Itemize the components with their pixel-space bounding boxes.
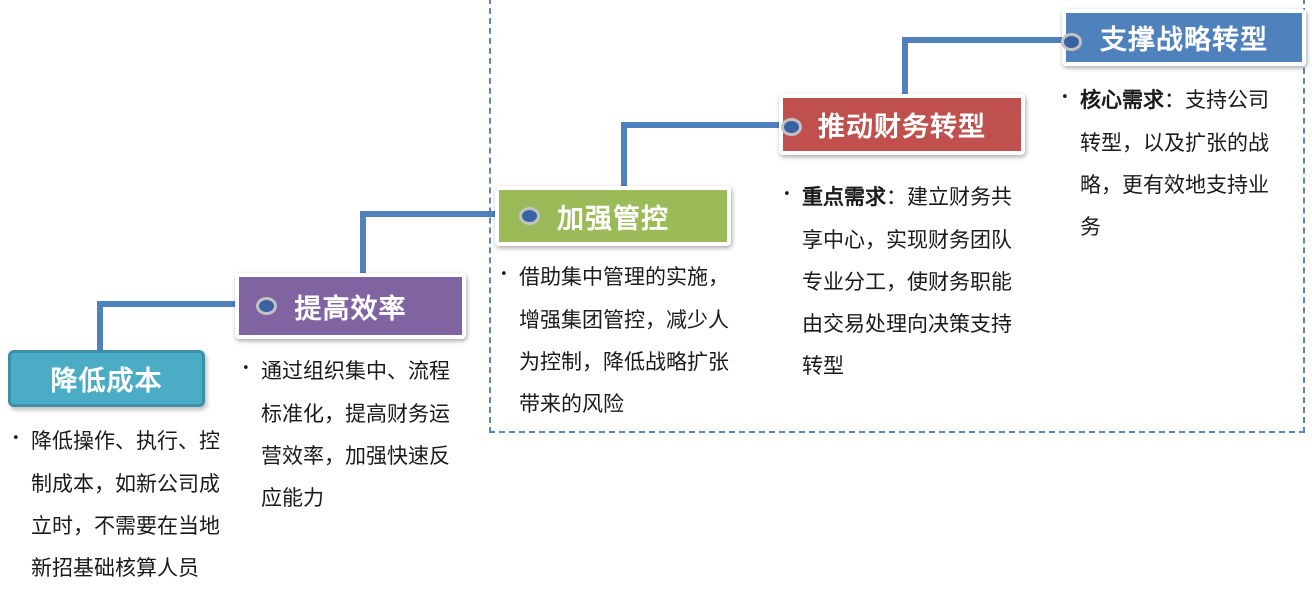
stage-description: • 借助集中管理的实施，增强集团管控，减少人为控制，降低战略扩张带来的风险: [500, 256, 732, 425]
stage-title: 推动财务转型: [818, 112, 986, 143]
node-dot-stage-3: [519, 207, 540, 225]
stage-title: 支撑战略转型: [1100, 25, 1268, 56]
desc-text: 降低操作、执行、控制成本，如新公司成立时，不需要在当地新招基础核算人员: [31, 429, 220, 580]
stage-description: • 降低操作、执行、控制成本，如新公司成立时，不需要在当地新招基础核算人员: [12, 420, 232, 589]
stage-box-reduce-cost: 降低成本: [8, 350, 205, 407]
node-dot-stage-5: [1061, 33, 1082, 51]
node-dot-stage-2: [256, 297, 277, 315]
bullet-icon: •: [242, 361, 250, 376]
connector-1-2: [97, 301, 266, 368]
desc-text: ：支持公司转型，以及扩张的战略，更有效地支持业务: [1080, 88, 1269, 239]
stage-description: • 核心需求：支持公司转型，以及扩张的战略，更有效地支持业务: [1061, 79, 1289, 248]
bullet-icon: •: [783, 187, 791, 202]
desc-label: 核心需求: [1080, 88, 1164, 112]
stage-description: • 重点需求：建立财务共享中心，实现财务团队专业分工，使财务职能由交易处理向决策支…: [783, 176, 1028, 387]
stage-description: • 通过组织集中、流程标准化，提高财务运营效率，加强快速反应能力: [242, 350, 467, 519]
bullet-icon: •: [1061, 90, 1069, 105]
desc-text: ：建立财务共享中心，实现财务团队专业分工，使财务职能由交易处理向决策支持转型: [802, 185, 1012, 378]
stage-box-drive-finance-transformation: 推动财务转型: [779, 94, 1025, 155]
stage-box-support-strategy: 支撑战略转型: [1062, 9, 1306, 66]
connector-3-4: [621, 122, 791, 214]
stage-title: 降低成本: [50, 366, 163, 397]
stage-title: 加强管控: [557, 203, 669, 235]
desc-label: 重点需求: [802, 185, 886, 209]
stage-title: 提高效率: [294, 293, 407, 325]
bullet-icon: •: [500, 267, 508, 282]
bullet-icon: •: [12, 431, 20, 446]
desc-text: 通过组织集中、流程标准化，提高财务运营效率，加强快速反应能力: [261, 359, 450, 510]
node-dot-stage-4: [781, 118, 802, 136]
desc-text: 借助集中管理的实施，增强集团管控，减少人为控制，降低战略扩张带来的风险: [519, 265, 729, 416]
